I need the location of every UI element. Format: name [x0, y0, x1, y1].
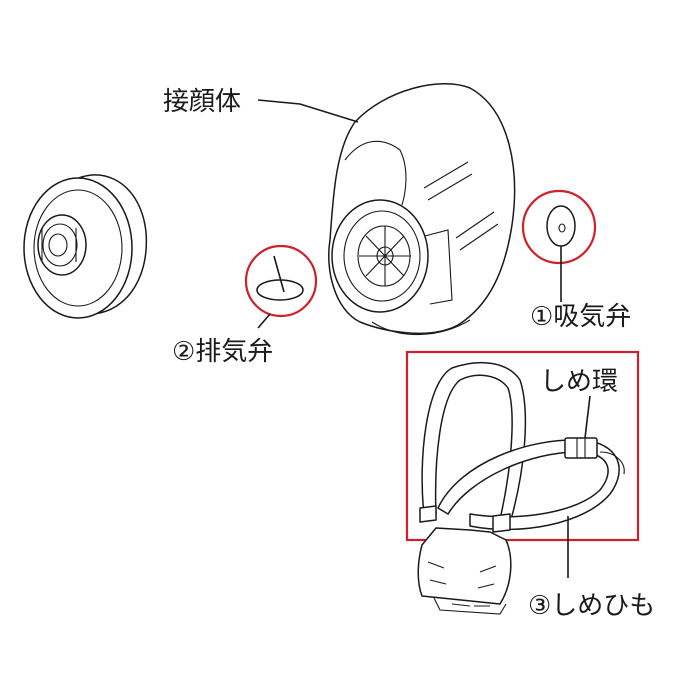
inhalation-valve — [521, 189, 597, 302]
head-strap — [417, 361, 625, 615]
exhalation-valve — [244, 244, 318, 329]
exhalation-valve-label: ②排気弁 — [172, 337, 273, 367]
inhalation-valve-highlight-circle — [521, 189, 597, 265]
exhalation-valve-highlight-circle — [244, 244, 318, 318]
strap-label: ③しめひも — [528, 591, 655, 621]
facepiece-label: 接顔体 — [163, 87, 241, 117]
filter-cartridge — [23, 174, 148, 319]
inhalation-valve-label: ①吸気弁 — [530, 302, 631, 332]
strap-ring-label: しめ環 — [540, 367, 618, 397]
facepiece-leader-line — [257, 99, 359, 123]
facepiece — [328, 83, 516, 336]
strap-ring-leader-line — [584, 395, 591, 439]
strap-ring — [564, 437, 598, 459]
strap-highlight-box — [405, 350, 640, 542]
